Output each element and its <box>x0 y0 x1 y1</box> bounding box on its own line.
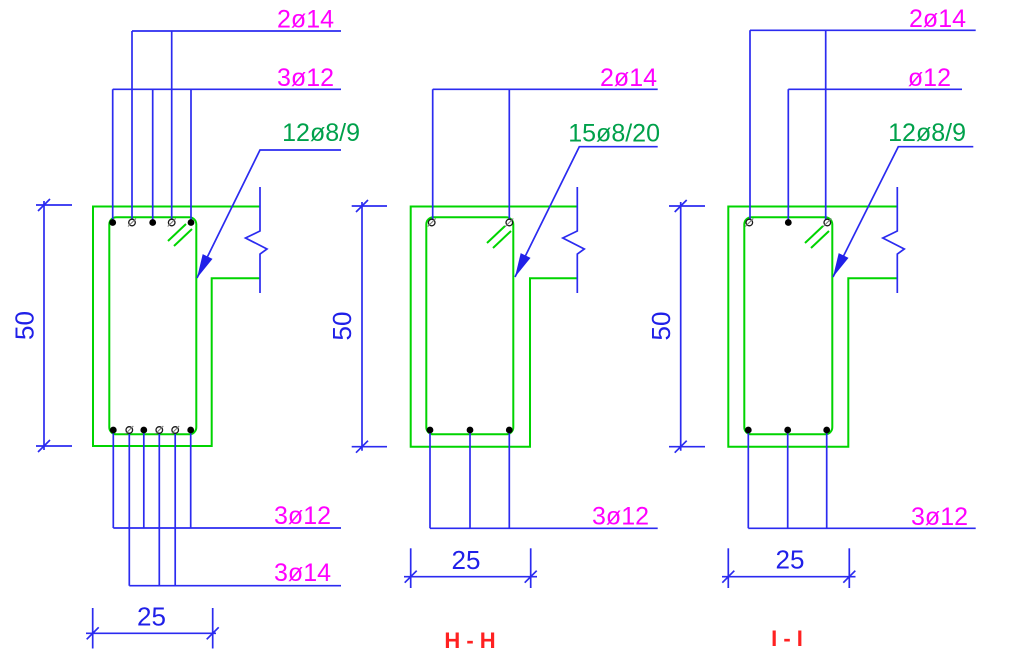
break-line <box>560 187 586 293</box>
rebar-label-bottom: 3ø12 <box>592 503 649 531</box>
beam-outline <box>727 205 898 448</box>
rebar-dot-filled <box>426 426 434 434</box>
dim-tick <box>37 198 51 212</box>
rebar-dot-filled <box>109 219 117 226</box>
dim-height-text: 50 <box>327 312 357 341</box>
rebar-dot-filled <box>466 426 474 434</box>
stirrup-label: 12ø8/9 <box>282 119 360 147</box>
rebar-label-bottom-filled: 3ø12 <box>274 502 331 530</box>
rebar-label-bottom-hollow: 3ø14 <box>274 559 331 587</box>
stirrup-hook-mark <box>167 223 187 242</box>
dimension-height: 50 <box>10 198 72 453</box>
rebar-dot-slash <box>127 218 137 227</box>
dim-width-text: 25 <box>137 602 166 632</box>
rebar-label-top-hollow: 2ø14 <box>277 6 334 34</box>
dimension-height: 50 <box>327 199 387 454</box>
rebar-dot-filled <box>187 426 195 434</box>
stirrup <box>108 216 198 436</box>
rebar-dot-slash <box>822 218 832 227</box>
stirrup <box>425 216 515 436</box>
beam-outline <box>92 205 260 447</box>
rebar-dot-filled <box>187 219 195 226</box>
rebar-dot-filled <box>784 426 792 434</box>
dim-height-text: 50 <box>10 311 40 340</box>
stirrup <box>743 216 834 436</box>
rebar-label-top: 2ø14 <box>600 64 657 92</box>
rebar-label-top-corners: 2ø14 <box>909 5 966 33</box>
rebar-dot-slash <box>167 218 177 227</box>
break-line <box>880 187 906 293</box>
rebar-label-top-filled: 3ø12 <box>277 64 334 92</box>
dim-tick <box>355 440 369 454</box>
rebar-dot-filled <box>505 426 513 434</box>
stirrup-hook-mark <box>804 225 824 244</box>
stirrup-hook-mark <box>810 230 830 249</box>
dim-tick <box>524 570 538 584</box>
stirrup-hook-mark <box>486 225 506 244</box>
rebar-dot-filled <box>784 219 792 226</box>
dim-tick <box>355 199 369 213</box>
dimension-width: 25 <box>721 545 856 588</box>
break-line <box>243 187 269 293</box>
stirrup-hook-mark <box>173 228 193 247</box>
leader-arrowhead <box>833 253 849 277</box>
rebar-dot-filled <box>149 219 157 226</box>
stirrup-label: 15ø8/20 <box>568 120 660 148</box>
beam-outline <box>409 205 578 448</box>
rebar-dot-slash <box>170 425 180 435</box>
dim-tick <box>674 440 688 454</box>
section-left: 2ø14 3ø12 12ø8/9 3ø12 3ø14 <box>10 6 360 649</box>
dim-tick <box>86 626 100 640</box>
leader-arrowhead <box>197 254 213 278</box>
dim-width-text: 25 <box>776 545 805 575</box>
rebar-dot-filled <box>140 426 148 434</box>
rebar-dot-slash <box>504 218 514 227</box>
section-right: 2ø14 ø12 12ø8/9 3ø12 50 <box>646 5 976 651</box>
rebar-dot-filled <box>109 426 117 434</box>
dim-tick <box>404 570 418 584</box>
dimension-width: 25 <box>404 545 538 588</box>
section-title: I - I <box>771 626 803 651</box>
dim-height-text: 50 <box>646 312 676 341</box>
rebar-dot-slash <box>427 218 437 227</box>
rebar-dot-slash <box>124 425 134 435</box>
leader-arrowhead <box>515 253 531 277</box>
section-middle: 2ø14 15ø8/20 3ø12 50 <box>327 64 660 653</box>
stirrup-leader <box>832 145 974 278</box>
dim-tick <box>842 570 856 584</box>
dim-tick <box>674 199 688 213</box>
dim-tick <box>37 439 51 453</box>
rebar-dot-filled <box>823 426 831 434</box>
dim-tick <box>721 570 735 584</box>
stirrup-leader <box>196 149 341 279</box>
rebar-label-top-middle: ø12 <box>908 64 951 92</box>
dim-tick <box>206 626 220 640</box>
stirrup-hook-mark <box>492 230 512 249</box>
rebar-dot-slash <box>744 218 754 227</box>
rebar-dot-filled <box>744 426 752 434</box>
stirrup-leader <box>514 145 658 278</box>
rebar-label-bottom: 3ø12 <box>911 503 968 531</box>
section-title: H - H <box>444 628 495 653</box>
dimension-width: 25 <box>86 602 220 649</box>
stirrup-label: 12ø8/9 <box>888 119 966 147</box>
rebar-dot-slash <box>154 425 164 435</box>
dim-width-text: 25 <box>452 545 481 575</box>
dimension-height: 50 <box>646 199 705 454</box>
